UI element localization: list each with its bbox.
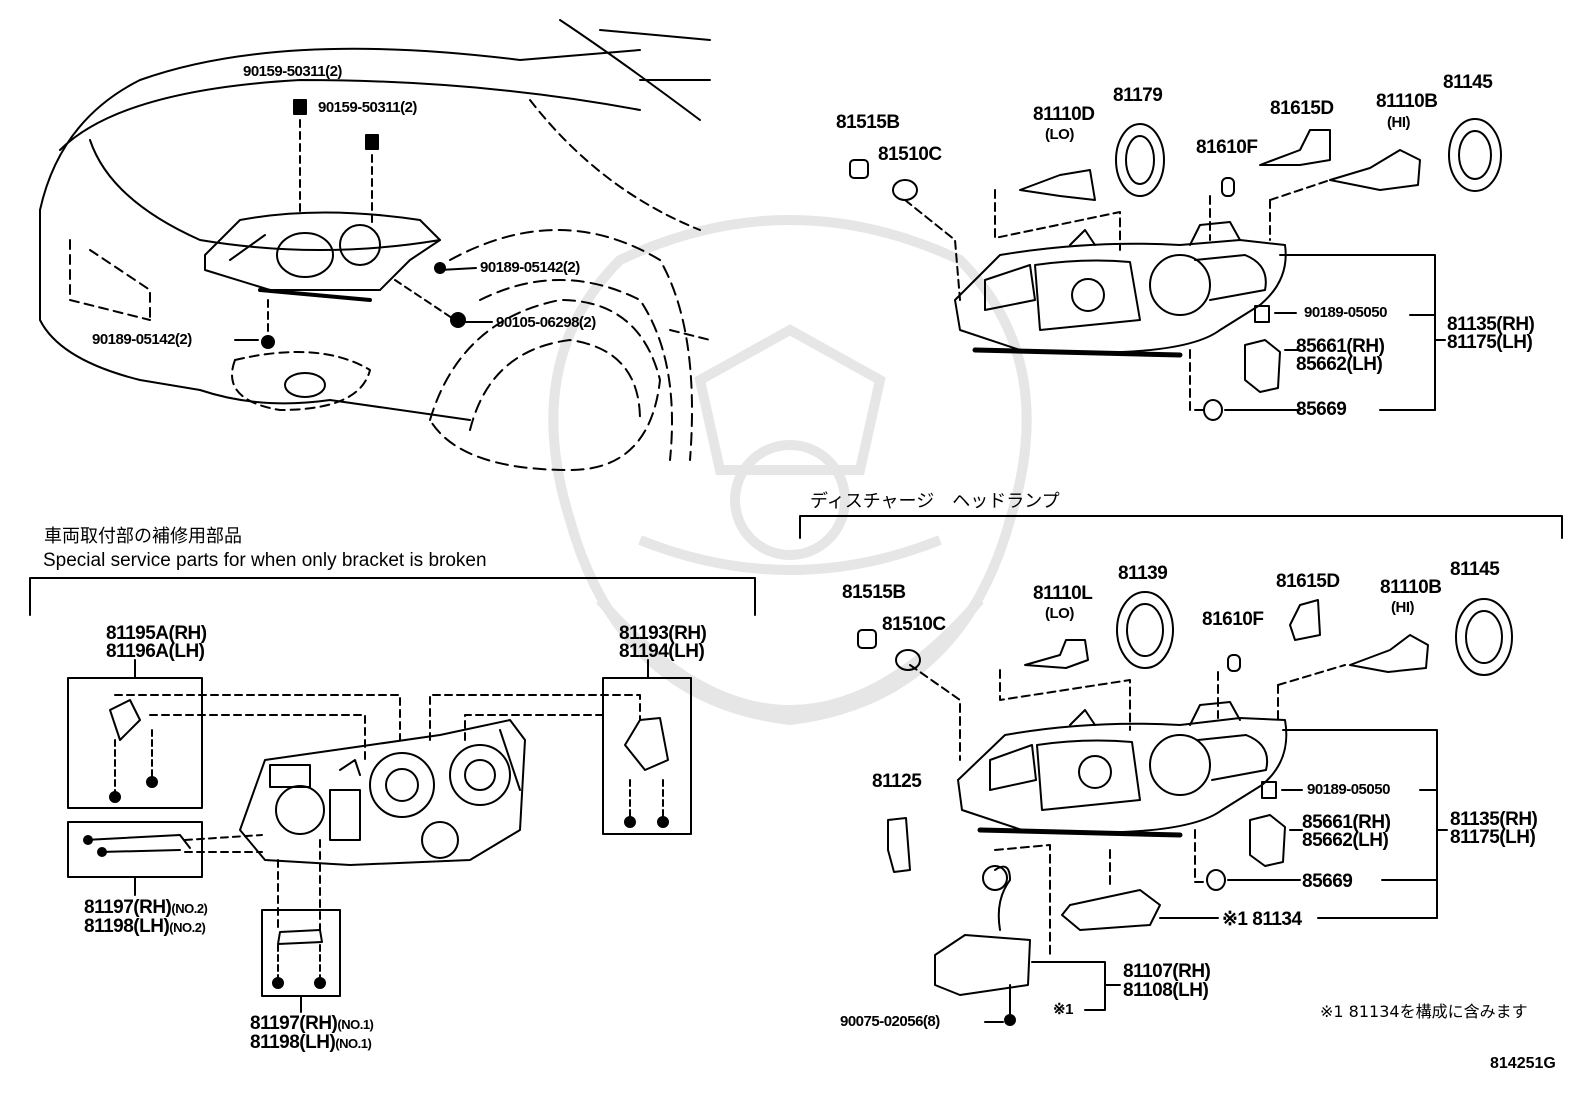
label-81175-discharge: 81175(LH) (1450, 827, 1536, 848)
label-90189-05050-halogen: 90189-05050 (1304, 304, 1387, 321)
label-90105-06298: 90105-06298(2) (496, 314, 596, 331)
label-81515b-discharge: 81515B (842, 582, 906, 603)
label-81110d-lo: (LO) (1045, 126, 1074, 143)
label-81198-no1: 81198(LH)(NO.1) (250, 1032, 372, 1053)
label-85661-discharge: 85661(RH) (1302, 812, 1391, 833)
label-81610f-discharge: 81610F (1202, 609, 1264, 630)
label-81175-halogen: 81175(LH) (1447, 332, 1533, 353)
label-81110d: 81110D (1033, 104, 1095, 125)
label-81110b-hi-halogen: (HI) (1387, 114, 1411, 131)
label-81145-halogen: 81145 (1443, 72, 1493, 93)
label-81510c-halogen: 81510C (878, 144, 942, 165)
label-90189-05142-left: 90189-05142(2) (92, 331, 192, 348)
label-85662-halogen: 85662(LH) (1296, 354, 1383, 375)
label-85669-halogen: 85669 (1296, 399, 1347, 420)
label-81196a: 81196A(LH) (106, 641, 205, 662)
label-ref-mark: ※1 (1053, 1001, 1073, 1018)
label-81510c-discharge: 81510C (882, 614, 946, 635)
watermark-logo (548, 215, 1032, 726)
label-81197-no1: 81197(RH)(NO.1) (250, 1013, 374, 1034)
label-90075-02056: 90075-02056(8) (840, 1013, 940, 1030)
label-81108: 81108(LH) (1123, 980, 1209, 1001)
label-81198-no1-note: (NO.1) (335, 1036, 372, 1051)
label-81110l: 81110L (1033, 583, 1093, 604)
figure-code: 814251G (1490, 1055, 1556, 1072)
label-81197-no2-note: (NO.2) (171, 901, 208, 916)
label-81615d-halogen: 81615D (1270, 98, 1334, 119)
label-81193: 81193(RH) (619, 623, 707, 644)
label-81615d-discharge: 81615D (1276, 571, 1340, 592)
vehicle-fasteners (261, 99, 466, 349)
bracket-screws (83, 776, 669, 989)
halogen-headlamp-assembly (849, 118, 1502, 421)
label-81110l-lo: (LO) (1045, 605, 1074, 622)
label-81197-no2: 81197(RH)(NO.2) (84, 897, 208, 918)
label-81194: 81194(LH) (619, 641, 705, 662)
vehicle-front-illustration (39, 19, 711, 471)
label-90159-50311-a: 90159-50311(2) (243, 63, 342, 80)
label-81110b-hi-discharge: (HI) (1391, 599, 1415, 616)
label-81135-discharge: 81135(RH) (1450, 809, 1538, 830)
label-81110b-halogen: 81110B (1376, 91, 1438, 112)
label-81195a: 81195A(RH) (106, 623, 207, 644)
label-85669-discharge: 85669 (1302, 871, 1353, 892)
bracket-section-title-jp: 車両取付部の補修用部品 (44, 526, 242, 547)
discharge-fasteners (1004, 1014, 1016, 1026)
label-81134: ※1 81134 (1222, 909, 1302, 930)
label-81107: 81107(RH) (1123, 961, 1211, 982)
label-81197-no1-note: (NO.1) (337, 1017, 374, 1032)
label-81139: 81139 (1118, 563, 1168, 584)
discharge-section-title: ディスチャージ ヘッドランプ (810, 491, 1060, 512)
label-81610f-halogen: 81610F (1196, 137, 1258, 158)
label-81179: 81179 (1113, 85, 1163, 106)
discharge-headlamp-assembly (799, 515, 1563, 1023)
bracket-section-title-en: Special service parts for when only brac… (43, 550, 487, 571)
label-81198-no2-note: (NO.2) (169, 920, 206, 935)
label-81198-no2: 81198(LH)(NO.2) (84, 916, 206, 937)
label-85662-discharge: 85662(LH) (1302, 830, 1389, 851)
bracket-parts (84, 694, 669, 981)
label-81110b-discharge: 81110B (1380, 577, 1442, 598)
label-81145-discharge: 81145 (1450, 559, 1500, 580)
label-81135-halogen: 81135(RH) (1447, 314, 1535, 335)
label-85661-halogen: 85661(RH) (1296, 336, 1385, 357)
label-90189-05050-discharge: 90189-05050 (1307, 781, 1390, 798)
bracket-section-frame (29, 577, 756, 1013)
label-90159-50311-b: 90159-50311(2) (318, 99, 417, 116)
label-90189-05142-right: 90189-05142(2) (480, 259, 580, 276)
label-81125: 81125 (872, 771, 922, 792)
label-81515b-halogen: 81515B (836, 112, 900, 133)
discharge-footnote: ※1 81134を構成に含みます (1320, 1002, 1528, 1021)
